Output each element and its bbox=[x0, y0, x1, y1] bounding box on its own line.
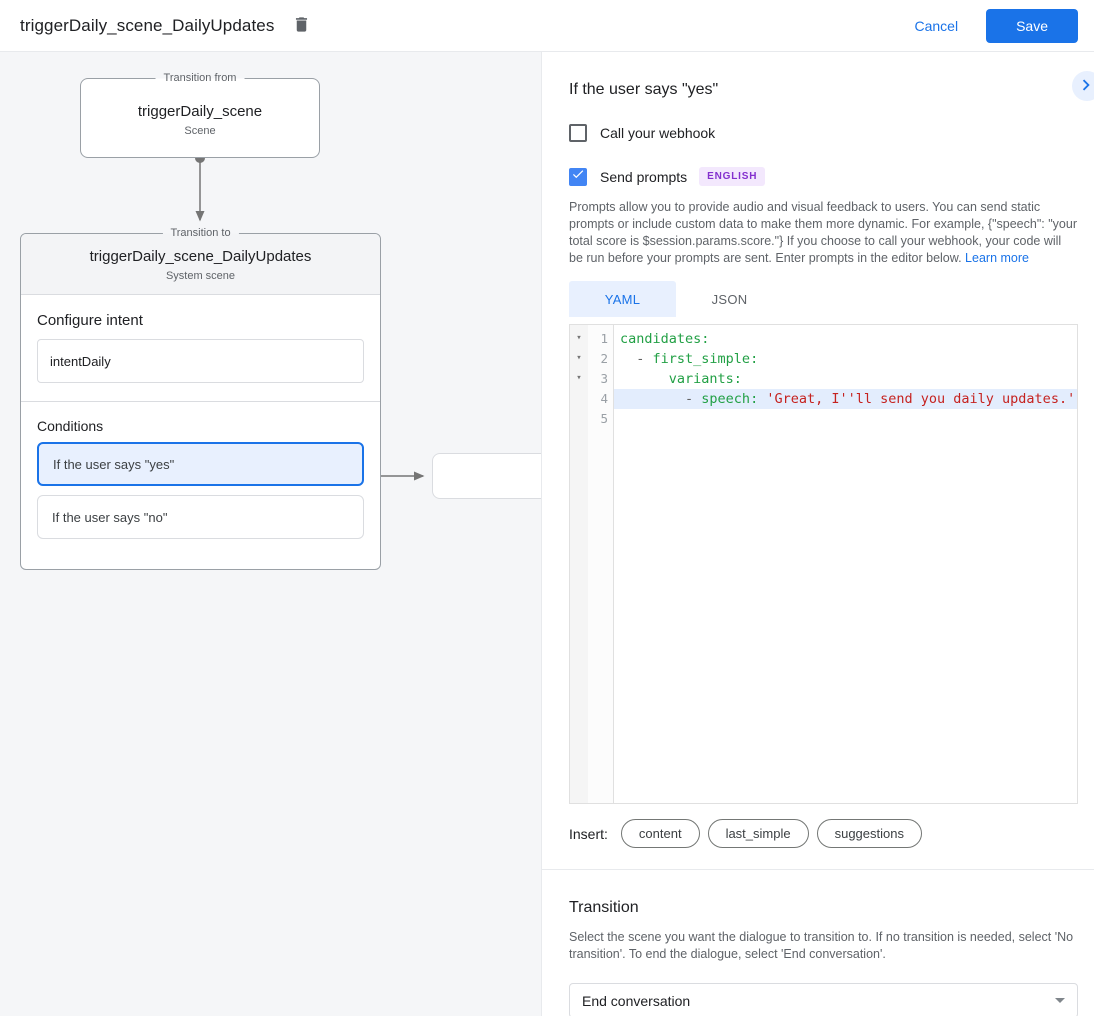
line-number: 5 bbox=[600, 411, 608, 426]
scene-diagram-canvas[interactable]: Transition from triggerDaily_scene Scene… bbox=[0, 52, 541, 1016]
fold-column: ▾ ▾ ▾ bbox=[570, 325, 588, 803]
fold-arrow-icon[interactable]: ▾ bbox=[576, 333, 582, 343]
code-token: candidates: bbox=[620, 331, 710, 347]
condition-heading: If the user says "yes" bbox=[569, 81, 719, 98]
tab-yaml[interactable]: YAML bbox=[569, 281, 676, 317]
to-scene-header[interactable]: triggerDaily_scene_DailyUpdates System s… bbox=[21, 234, 380, 295]
from-scene-type: Scene bbox=[184, 125, 216, 137]
code-line-3: variants: bbox=[614, 369, 1077, 389]
configure-intent-label: Configure intent bbox=[37, 312, 143, 329]
line-number: 2 bbox=[600, 351, 608, 366]
send-prompts-checkbox[interactable] bbox=[569, 167, 587, 186]
line-number: 1 bbox=[600, 331, 608, 346]
line-number: 4 bbox=[600, 391, 608, 406]
send-prompts-label: Send prompts bbox=[600, 168, 688, 185]
to-scene-name: triggerDaily_scene_DailyUpdates bbox=[89, 248, 312, 265]
to-scene-type: System scene bbox=[165, 270, 236, 282]
editor-gutter: ▾ ▾ ▾ 1 2 3 4 5 bbox=[570, 325, 614, 803]
code-line-4: - speech: 'Great, I''ll send you daily u… bbox=[614, 389, 1077, 409]
condition-label: If the user says "yes" bbox=[53, 456, 175, 472]
code-token bbox=[620, 351, 636, 367]
code-area[interactable]: candidates: - first_simple: variants: - … bbox=[614, 325, 1077, 803]
prompts-description-text: Prompts allow you to provide audio and v… bbox=[569, 200, 1077, 265]
fold-arrow-icon[interactable]: ▾ bbox=[576, 373, 582, 383]
code-token bbox=[620, 391, 685, 407]
transition-from-node[interactable]: Transition from triggerDaily_scene Scene bbox=[80, 71, 320, 158]
chevron-right-icon bbox=[1075, 74, 1094, 99]
code-line-2: - first_simple: bbox=[614, 349, 1077, 369]
code-token: first_simple: bbox=[652, 351, 759, 367]
insert-suggestions-button[interactable]: suggestions bbox=[816, 819, 922, 848]
transition-target-node[interactable] bbox=[432, 453, 541, 499]
app-header: triggerDaily_scene_DailyUpdates Cancel S… bbox=[0, 0, 1094, 52]
transition-to-legend: Transition to bbox=[162, 226, 239, 241]
prompts-description: Prompts allow you to provide audio and v… bbox=[569, 199, 1078, 267]
insert-content-button[interactable]: content bbox=[620, 819, 700, 848]
cancel-button[interactable]: Cancel bbox=[914, 17, 959, 34]
transition-heading: Transition bbox=[569, 899, 639, 916]
node-divider bbox=[21, 401, 380, 402]
transition-select-value: End conversation bbox=[582, 992, 691, 1009]
transition-to-node: Transition to triggerDaily_scene_DailyUp… bbox=[20, 226, 381, 570]
code-token: - bbox=[636, 351, 653, 367]
insert-label: Insert: bbox=[569, 825, 608, 842]
condition-item-yes[interactable]: If the user says "yes" bbox=[37, 442, 364, 486]
save-button[interactable]: Save bbox=[986, 8, 1078, 43]
code-token: speech: bbox=[701, 391, 759, 407]
intent-input[interactable] bbox=[37, 339, 364, 383]
tab-json[interactable]: JSON bbox=[711, 291, 748, 307]
editor-tabs: YAML JSON bbox=[569, 281, 1078, 317]
dropdown-caret-icon bbox=[1055, 998, 1065, 1003]
insert-last-simple-button[interactable]: last_simple bbox=[707, 819, 809, 848]
call-webhook-checkbox[interactable] bbox=[569, 124, 587, 142]
checkmark-icon bbox=[571, 167, 585, 186]
line-numbers: 1 2 3 4 5 bbox=[588, 325, 614, 803]
transition-description: Select the scene you want the dialogue t… bbox=[569, 930, 1074, 961]
fold-arrow-icon[interactable]: ▾ bbox=[576, 353, 582, 363]
delete-scene-button[interactable] bbox=[292, 15, 311, 37]
condition-label: If the user says "no" bbox=[52, 509, 168, 525]
page-title: triggerDaily_scene_DailyUpdates bbox=[20, 15, 275, 35]
trash-icon bbox=[292, 15, 311, 37]
language-badge: ENGLISH bbox=[699, 167, 766, 186]
code-line-5 bbox=[614, 409, 1077, 429]
line-number: 3 bbox=[600, 371, 608, 386]
code-token: - bbox=[685, 391, 702, 407]
code-token: variants: bbox=[668, 371, 742, 387]
yaml-editor[interactable]: ▾ ▾ ▾ 1 2 3 4 5 candidates: bbox=[569, 324, 1078, 804]
collapse-panel-button[interactable] bbox=[1072, 71, 1094, 101]
code-line-1: candidates: bbox=[614, 329, 1077, 349]
condition-detail-panel: If the user says "yes" Call your webhook… bbox=[541, 52, 1094, 1016]
call-webhook-label: Call your webhook bbox=[600, 125, 716, 141]
conditions-label: Conditions bbox=[37, 418, 104, 434]
condition-item-no[interactable]: If the user says "no" bbox=[37, 495, 364, 539]
transition-select[interactable]: End conversation bbox=[569, 983, 1078, 1016]
learn-more-link[interactable]: Learn more bbox=[965, 251, 1029, 265]
section-divider bbox=[542, 869, 1094, 870]
code-token: 'Great, I''ll send you daily updates.' bbox=[766, 391, 1076, 407]
from-scene-name: triggerDaily_scene bbox=[137, 103, 263, 120]
code-token bbox=[620, 371, 669, 387]
transition-from-legend: Transition from bbox=[155, 71, 245, 86]
